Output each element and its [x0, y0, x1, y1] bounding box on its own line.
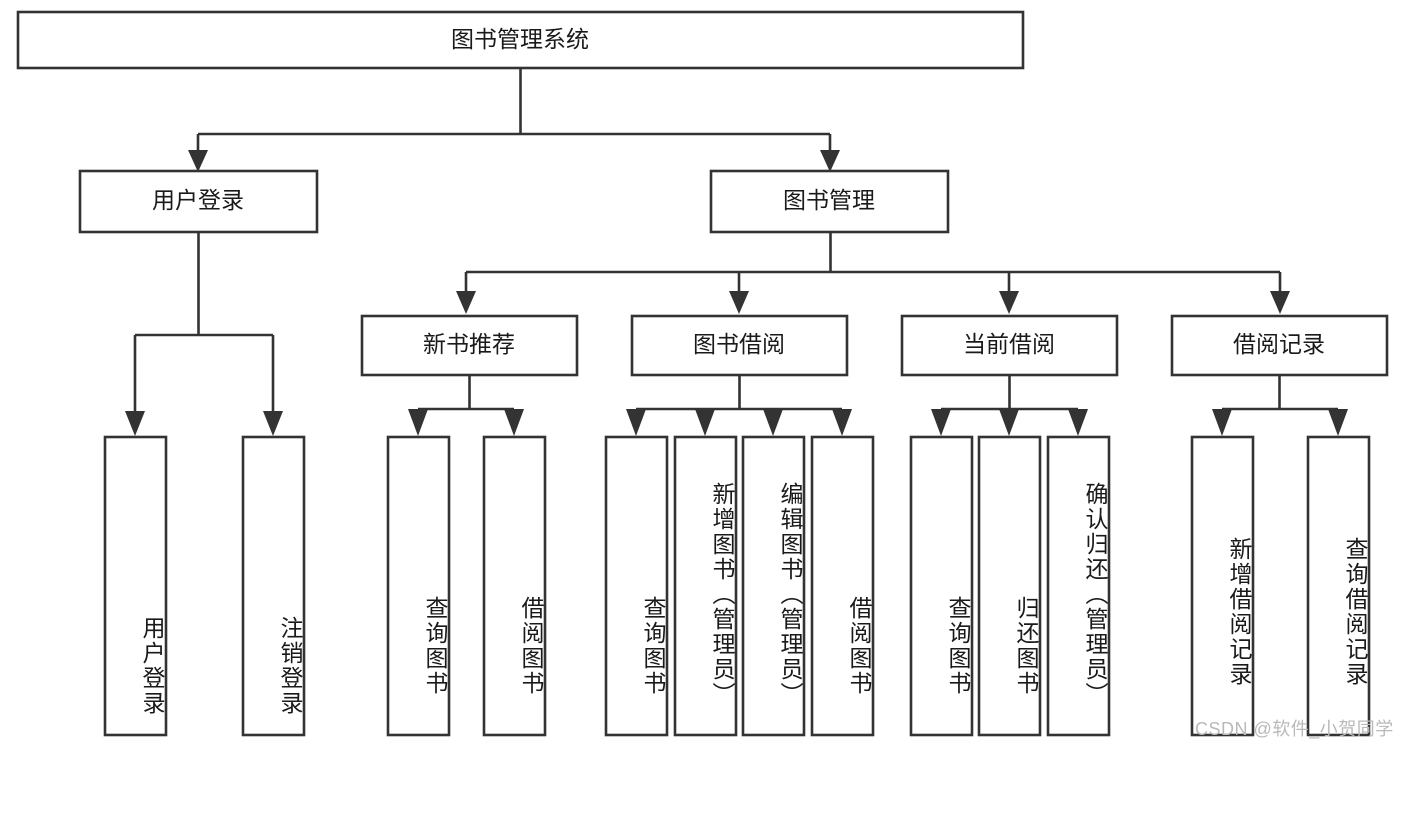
node-book-borrow[interactable]: [630, 314, 849, 377]
leaf-box-add-book-admin[interactable]: [673, 435, 738, 737]
node-book-management[interactable]: [709, 169, 950, 234]
arrowhead-leaf-logout: [263, 411, 283, 436]
csdn-watermark: CSDN @软件_小贺同学: [1195, 719, 1394, 739]
arrowhead-borrowrecord-leaf-1: [1212, 409, 1232, 436]
connector-group-newbook: [408, 375, 524, 436]
connector-group-userlogin: [125, 232, 283, 436]
arrowhead-bookborrow-leaf-4: [832, 409, 852, 436]
leaf-box-query-book-3[interactable]: [909, 435, 974, 737]
arrowhead-newbook-leaf-1: [408, 409, 428, 436]
leaf-box-return-book[interactable]: [977, 435, 1042, 737]
node-borrow-record[interactable]: [1170, 314, 1389, 377]
arrowhead-book-borrow: [729, 291, 749, 314]
node-new-book-recommend-label: 新书推荐: [423, 331, 515, 357]
arrowhead-leaf-user-login: [125, 411, 145, 436]
arrowhead-bookborrow-leaf-2: [695, 409, 715, 436]
leaf-box-edit-book-admin[interactable]: [741, 435, 806, 737]
arrowhead-bookmgmt: [820, 150, 840, 172]
node-new-book-recommend[interactable]: [360, 314, 579, 377]
flowchart-diagram: 图书管理系统 用户登录 图书管理 新书推荐 图书借阅 当前借阅 借阅记录: [16, 10, 1394, 739]
node-book-borrow-label: 图书借阅: [693, 331, 785, 357]
leaf-box-logout[interactable]: [241, 435, 306, 737]
arrowhead-newbook-leaf-2: [504, 409, 524, 436]
node-root-label: 图书管理系统: [451, 26, 589, 52]
leaf-box-query-book-1[interactable]: [386, 435, 451, 737]
leaf-box-query-borrow-record[interactable]: [1306, 435, 1371, 737]
leaf-box-borrow-book-1[interactable]: [482, 435, 547, 737]
arrowhead-borrow-record: [1270, 291, 1290, 314]
node-user-login-label: 用户登录: [152, 187, 244, 213]
leaf-box-borrow-book-2[interactable]: [810, 435, 875, 737]
node-book-management-label: 图书管理: [783, 187, 875, 213]
arrowhead-new-book: [456, 291, 476, 314]
arrowhead-bookborrow-leaf-3: [763, 409, 783, 436]
node-current-borrow[interactable]: [900, 314, 1119, 377]
connector-group-bookmgmt: [456, 232, 1290, 314]
leaf-box-query-book-2[interactable]: [604, 435, 669, 737]
connector-group-root: [188, 68, 840, 172]
connector-group-bookborrow: [626, 375, 852, 436]
arrowhead-bookborrow-leaf-1: [626, 409, 646, 436]
connector-group-borrowrecord: [1212, 375, 1348, 436]
node-root[interactable]: [16, 10, 1025, 70]
arrowhead-borrowrecord-leaf-2: [1328, 409, 1348, 436]
leaf-box-user-login[interactable]: [103, 435, 168, 737]
arrowhead-currentborrow-leaf-3: [1068, 409, 1088, 436]
leaf-box-add-borrow-record[interactable]: [1190, 435, 1255, 737]
arrowhead-currentborrow-leaf-2: [999, 409, 1019, 436]
arrowhead-currentborrow-leaf-1: [931, 409, 951, 436]
arrowhead-userlogin: [188, 150, 208, 172]
node-current-borrow-label: 当前借阅: [963, 331, 1055, 357]
leaf-box-confirm-return-admin[interactable]: [1046, 435, 1111, 737]
node-borrow-record-label: 借阅记录: [1233, 331, 1325, 357]
node-user-login[interactable]: [78, 169, 319, 234]
diagram-canvas: 图书管理系统 用户登录 图书管理 新书推荐 图书借阅 当前借阅 借阅记录: [16, 10, 1389, 737]
connector-group-currentborrow: [931, 375, 1088, 436]
arrowhead-current-borrow: [999, 291, 1019, 314]
